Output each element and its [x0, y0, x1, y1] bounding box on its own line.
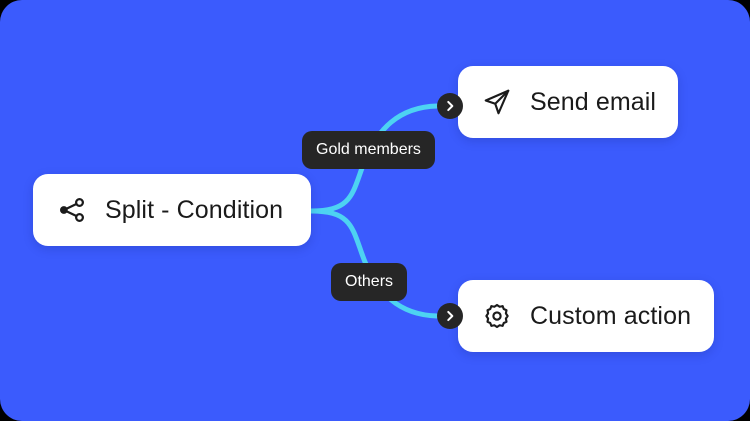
chevron-right-icon	[443, 99, 457, 113]
node-split-condition[interactable]: Split - Condition	[33, 174, 311, 246]
node-split-condition-label: Split - Condition	[105, 195, 284, 224]
node-custom-action[interactable]: Custom action	[458, 280, 714, 352]
node-send-email-label: Send email	[530, 87, 657, 116]
node-send-email[interactable]: Send email	[458, 66, 678, 138]
branch-label-others[interactable]: Others	[331, 263, 408, 301]
gear-icon	[480, 299, 514, 333]
paper-plane-icon	[480, 85, 514, 119]
port-custom-action-input[interactable]	[437, 303, 463, 329]
node-custom-action-label: Custom action	[530, 301, 692, 330]
port-send-email-input[interactable]	[437, 93, 463, 119]
share-nodes-icon	[55, 193, 89, 227]
branch-label-gold-members[interactable]: Gold members	[302, 131, 435, 169]
chevron-right-icon	[443, 309, 457, 323]
